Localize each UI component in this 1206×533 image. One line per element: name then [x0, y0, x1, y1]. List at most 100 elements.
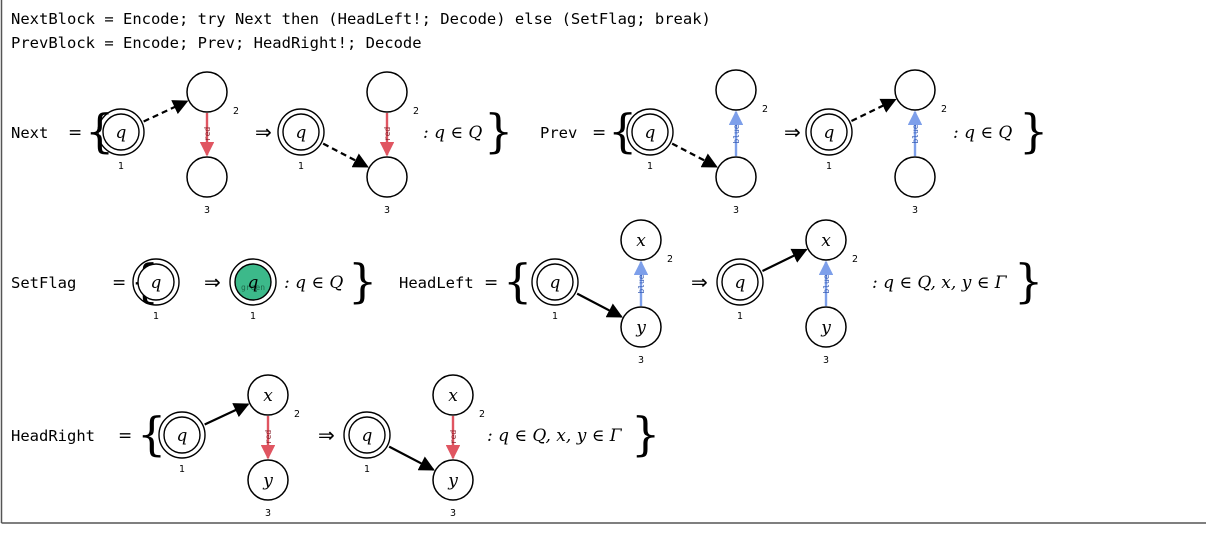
node-2: 2: [715, 69, 768, 115]
node-2: 2: [186, 71, 239, 117]
node-label: y: [820, 318, 831, 338]
node-inner-ring: [721, 263, 759, 301]
implies-arrow: ⇒: [204, 270, 221, 294]
node-outer-ring: [229, 258, 277, 306]
node-index: 1: [826, 161, 832, 172]
node-outer-ring: [716, 258, 764, 306]
node-inner-ring: [282, 113, 320, 151]
node-1: q1: [626, 108, 674, 172]
node-label: q: [550, 273, 561, 293]
implies-arrow: ⇒: [255, 120, 272, 144]
brace-close: }: [484, 104, 513, 158]
brace-close: }: [1014, 254, 1043, 308]
node-index: 3: [638, 355, 644, 366]
edge-label: red: [449, 430, 458, 445]
node-inner-ring: [234, 263, 272, 301]
node-label: q: [824, 123, 835, 143]
node-3: 3: [715, 156, 757, 216]
node-index: 3: [384, 205, 390, 216]
node-label: x: [821, 231, 831, 251]
node-circle: [715, 69, 757, 111]
node-index: 3: [204, 205, 210, 216]
edge-dashed: [143, 100, 189, 123]
node-index: 3: [265, 508, 271, 519]
node-1: q1: [343, 411, 391, 475]
node-1: q1: [716, 258, 764, 322]
rule-condition: : q ∈ Q: [953, 123, 1012, 143]
brace-close: }: [631, 407, 660, 461]
equals-sign: =: [484, 273, 498, 293]
edge-solid: [204, 403, 250, 426]
implies-arrow: ⇒: [318, 423, 335, 447]
equals-sign: =: [592, 123, 606, 143]
node-2: x2: [805, 219, 858, 265]
rule-condition: : q ∈ Q: [284, 273, 343, 293]
node-1: q1: [277, 108, 325, 172]
node-inner-ring: [810, 113, 848, 151]
rule-prev: Prev={}⇒: q ∈ Q: [540, 104, 1048, 158]
node-index: 1: [647, 161, 653, 172]
edge-label: blue: [732, 124, 741, 143]
node-index: 1: [179, 464, 185, 475]
node-2: 2: [366, 71, 419, 117]
node-3: y3: [805, 306, 847, 366]
edge-dashed: [671, 142, 718, 168]
node-index: 1: [364, 464, 370, 475]
node-3: 3: [894, 156, 936, 216]
node-3: y3: [432, 459, 474, 519]
equals-sign: =: [68, 123, 82, 143]
node-label: y: [447, 471, 458, 491]
node-label: q: [248, 273, 259, 293]
edge-label: red: [383, 127, 392, 142]
node-outer-ring: [805, 108, 853, 156]
edge-label: red: [264, 430, 273, 445]
node-outer-ring: [97, 108, 145, 156]
node-label: q: [362, 426, 373, 446]
node-label: q: [296, 123, 307, 143]
definition-prevblock: PrevBlock = Encode; Prev; HeadRight!; De…: [11, 34, 422, 52]
rule-2-lhs-graph: q1: [132, 258, 180, 322]
node-circle: [247, 374, 289, 416]
node-outer-ring: [626, 108, 674, 156]
node-2: 2: [894, 69, 947, 115]
node-inner-ring: [631, 113, 669, 151]
node-index: 2: [667, 254, 673, 265]
node-circle: [186, 156, 228, 198]
node-circle: [805, 306, 847, 348]
node-circle: [247, 459, 289, 501]
node-label: q: [151, 273, 162, 293]
node-label: y: [635, 318, 646, 338]
node-inner-ring: [137, 263, 175, 301]
rule-next: Next={}⇒: q ∈ Q: [11, 104, 513, 158]
node-index: 2: [762, 104, 768, 115]
node-index: 3: [733, 205, 739, 216]
brace-open: {: [137, 407, 166, 461]
node-inner-ring: [163, 416, 201, 454]
node-inner-ring: [102, 113, 140, 151]
node-index: 2: [852, 254, 858, 265]
node-index: 2: [294, 409, 300, 420]
node-circle: [366, 156, 408, 198]
rule-headright: HeadRight={}⇒: q ∈ Q, x, y ∈ Γ: [11, 407, 660, 461]
node-index: 1: [153, 311, 159, 322]
edge-solid: [388, 445, 435, 471]
rule-name: Prev: [540, 124, 577, 142]
node-circle: [805, 219, 847, 261]
node-outer-ring: [343, 411, 391, 459]
node-2: x2: [432, 374, 485, 420]
equals-sign: =: [118, 426, 132, 446]
node-index: 1: [298, 161, 304, 172]
edge-dashed: [850, 98, 897, 123]
node-outer-ring: [158, 411, 206, 459]
